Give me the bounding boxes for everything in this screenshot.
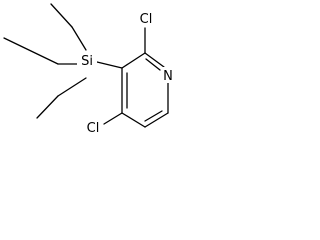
ethyl-groups	[3, 3, 87, 119]
bond-c2-n-double	[145, 58, 161, 71]
bond-si-ethyl-bottom-ch2	[57, 77, 87, 97]
bond-ethyl-left-ch3	[3, 37, 59, 65]
bond-si-ethyl-top-ch2	[71, 26, 87, 51]
molecule-structure: Cl N Si Cl	[3, 3, 175, 136]
substituent-bonds	[96, 27, 146, 125]
bond-c6-c5	[144, 112, 169, 128]
bond-c3-si	[96, 61, 123, 69]
bond-c5-c4	[121, 112, 146, 128]
bond-c2-n	[144, 52, 165, 68]
atom-label-cl-2: Cl	[140, 12, 153, 27]
bond-c3-c2	[121, 52, 146, 69]
bond-c4-cl	[103, 112, 123, 125]
atom-label-n: N	[163, 69, 173, 84]
pyridine-ring	[121, 52, 169, 128]
atom-labels: Cl N Si Cl	[77, 10, 175, 136]
atom-label-si: Si	[81, 54, 93, 69]
bond-c6-c5-double	[144, 110, 163, 122]
bond-ethyl-bottom-ch3	[36, 95, 59, 119]
atom-label-cl-4: Cl	[87, 121, 100, 136]
bond-ethyl-top-ch3	[50, 3, 73, 28]
